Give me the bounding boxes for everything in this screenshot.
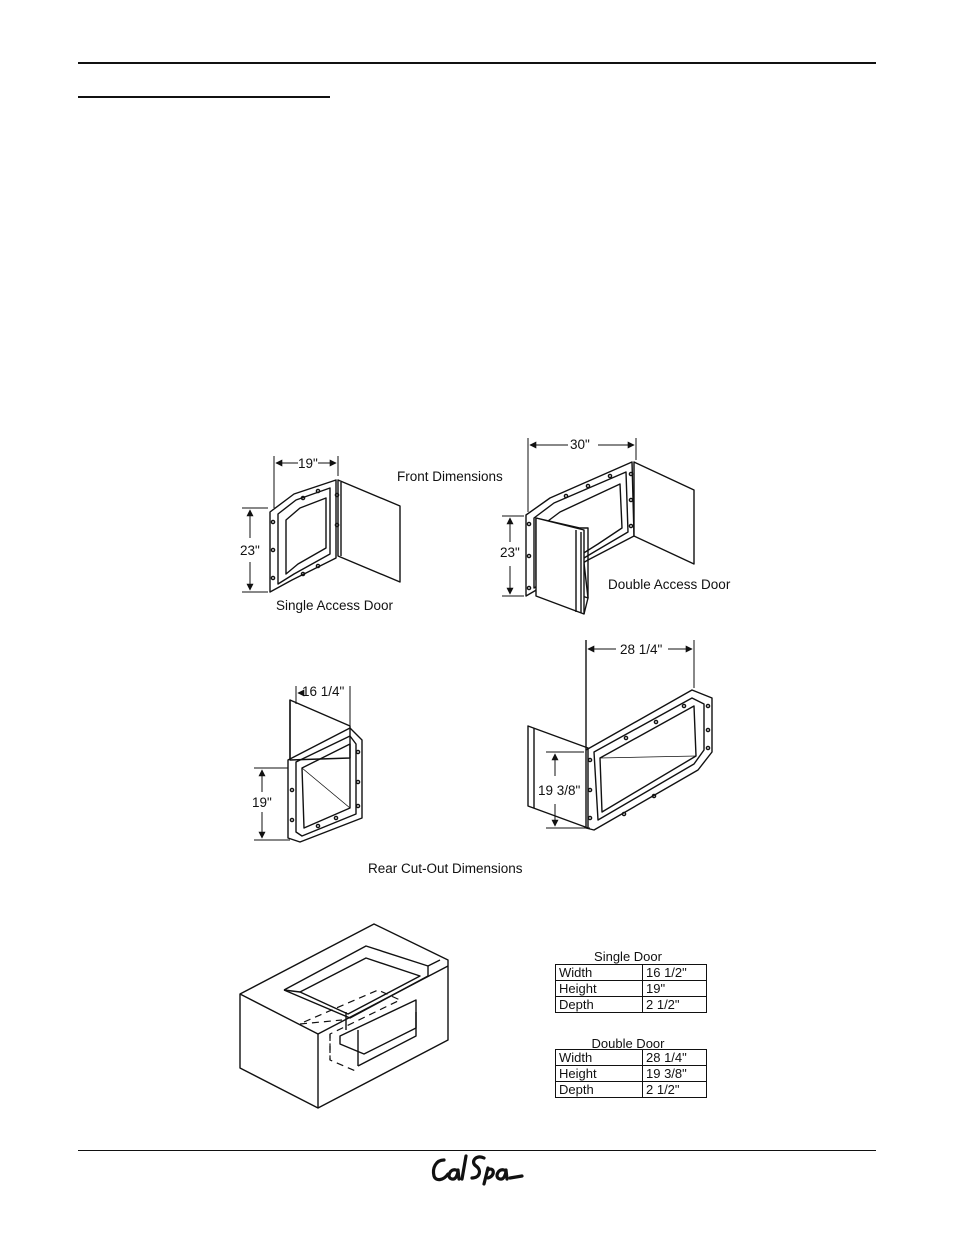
cell-label: Depth	[556, 997, 643, 1013]
table-row: Depth 2 1/2"	[556, 1082, 707, 1098]
double-rear-width-dim: 28 1/4"	[620, 643, 662, 657]
table-row: Width 16 1/2"	[556, 965, 707, 981]
cell-label: Depth	[556, 1082, 643, 1098]
single-rear-width-dim: 16 1/4"	[302, 685, 344, 699]
single-rear-height-dim: 19"	[252, 796, 272, 810]
cal-spas-logo	[430, 1152, 524, 1188]
rear-cutout-dimensions-label: Rear Cut-Out Dimensions	[368, 862, 523, 876]
cell-label: Width	[556, 1050, 643, 1066]
cell-label: Height	[556, 1066, 643, 1082]
table-row: Height 19 3/8"	[556, 1066, 707, 1082]
table-row: Width 28 1/4"	[556, 1050, 707, 1066]
single-access-door-label: Single Access Door	[276, 599, 393, 613]
front-dimensions-label: Front Dimensions	[397, 470, 503, 484]
spa-cabinet-drawing	[240, 924, 448, 1108]
double-access-door-label: Double Access Door	[608, 578, 730, 592]
double-rear-height-dim: 19 3/8"	[538, 784, 580, 798]
cell-value: 19 3/8"	[643, 1066, 707, 1082]
single-door-title: Single Door	[552, 949, 704, 964]
single-access-door-drawing	[242, 456, 400, 592]
double-front-height-dim: 23"	[500, 546, 520, 560]
double-front-width-dim: 30"	[570, 438, 590, 452]
table-row: Height 19"	[556, 981, 707, 997]
double-rear-cutout-drawing	[528, 640, 712, 830]
single-front-width-dim: 19"	[298, 457, 318, 471]
single-rear-cutout-drawing	[254, 686, 362, 842]
cell-label: Width	[556, 965, 643, 981]
footer-rule	[78, 1150, 876, 1151]
cell-value: 28 1/4"	[643, 1050, 707, 1066]
double-door-table: Width 28 1/4" Height 19 3/8" Depth 2 1/2…	[555, 1049, 707, 1098]
cell-value: 2 1/2"	[643, 997, 707, 1013]
single-door-table: Width 16 1/2" Height 19" Depth 2 1/2"	[555, 964, 707, 1013]
cell-value: 16 1/2"	[643, 965, 707, 981]
cell-value: 19"	[643, 981, 707, 997]
table-row: Depth 2 1/2"	[556, 997, 707, 1013]
cell-value: 2 1/2"	[643, 1082, 707, 1098]
single-front-height-dim: 23"	[240, 544, 260, 558]
cell-label: Height	[556, 981, 643, 997]
